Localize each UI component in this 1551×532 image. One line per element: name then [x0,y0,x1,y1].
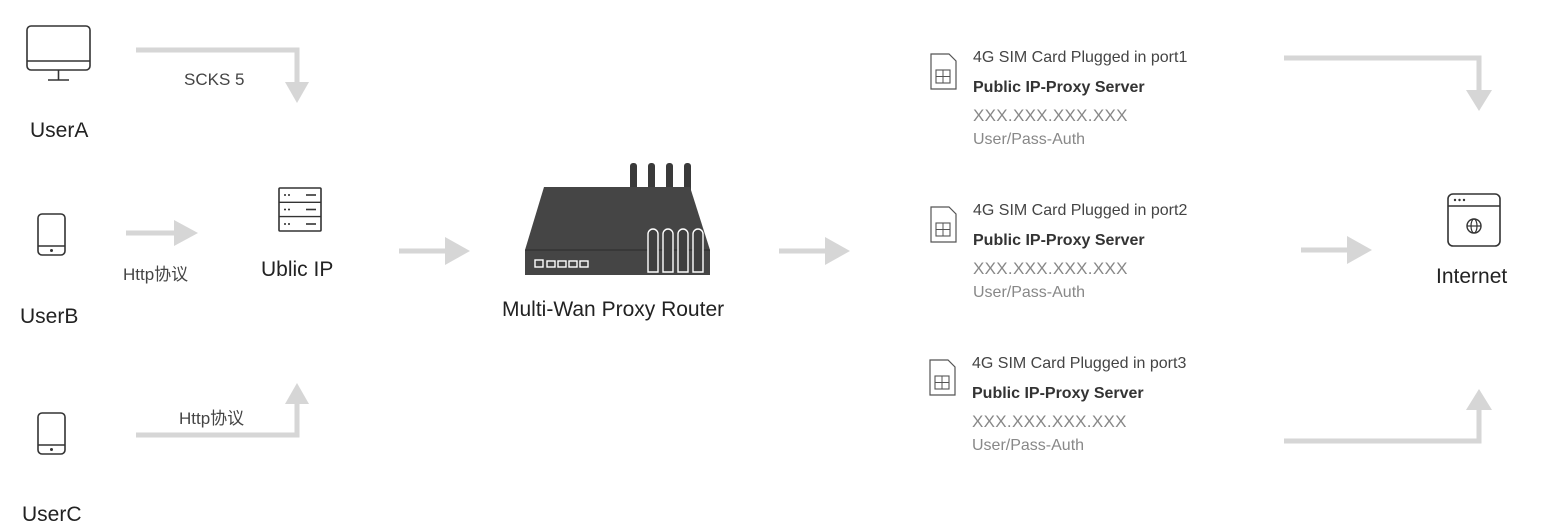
user-c-label: UserC [22,503,82,526]
arrow-userc-to-hub [136,383,309,438]
sim2-auth: User/Pass-Auth [973,284,1086,301]
sim-card-icon [930,206,957,243]
sim3-server: Public IP-Proxy Server [972,385,1144,402]
arrow-hub-to-router [399,237,470,265]
sim-card-icon [929,359,956,396]
user-a-protocol: SCKS 5 [184,70,245,89]
sim2-ip: XXX.XXX.XXX.XXX [973,259,1128,278]
arrow-userb-to-hub [126,220,198,246]
sim1-auth: User/Pass-Auth [973,131,1086,148]
sim1-title: 4G SIM Card Plugged in port1 [973,49,1188,66]
sim3-title: 4G SIM Card Plugged in port3 [972,355,1187,372]
sim3-ip: XXX.XXX.XXX.XXX [972,412,1127,431]
user-b-protocol: Http协议 [123,265,189,284]
monitor-icon [26,25,91,81]
internet-label: Internet [1436,265,1508,288]
user-c-protocol: Http协议 [179,409,245,428]
sim2-server: Public IP-Proxy Server [973,232,1145,249]
sim3-auth: User/Pass-Auth [972,437,1085,454]
router-label: Multi-Wan Proxy Router [502,298,725,321]
server-icon [278,187,322,232]
arrow-port3-to-internet [1284,389,1492,444]
sim2-title: 4G SIM Card Plugged in port2 [973,202,1188,219]
hub-label: Ublic IP [261,258,334,281]
arrow-port2-to-internet [1301,236,1372,264]
user-a-label: UserA [30,119,89,142]
user-b-label: UserB [20,305,79,328]
arrow-usera-to-hub [136,47,309,103]
phone-icon [37,412,66,455]
arrow-router-to-sims [779,237,850,265]
browser-globe-icon [1447,193,1501,247]
router-icon [525,163,710,275]
sim1-server: Public IP-Proxy Server [973,79,1145,96]
arrow-port1-to-internet [1284,55,1492,111]
sim-card-icon [930,53,957,90]
phone-icon [37,213,66,256]
sim1-ip: XXX.XXX.XXX.XXX [973,106,1128,125]
